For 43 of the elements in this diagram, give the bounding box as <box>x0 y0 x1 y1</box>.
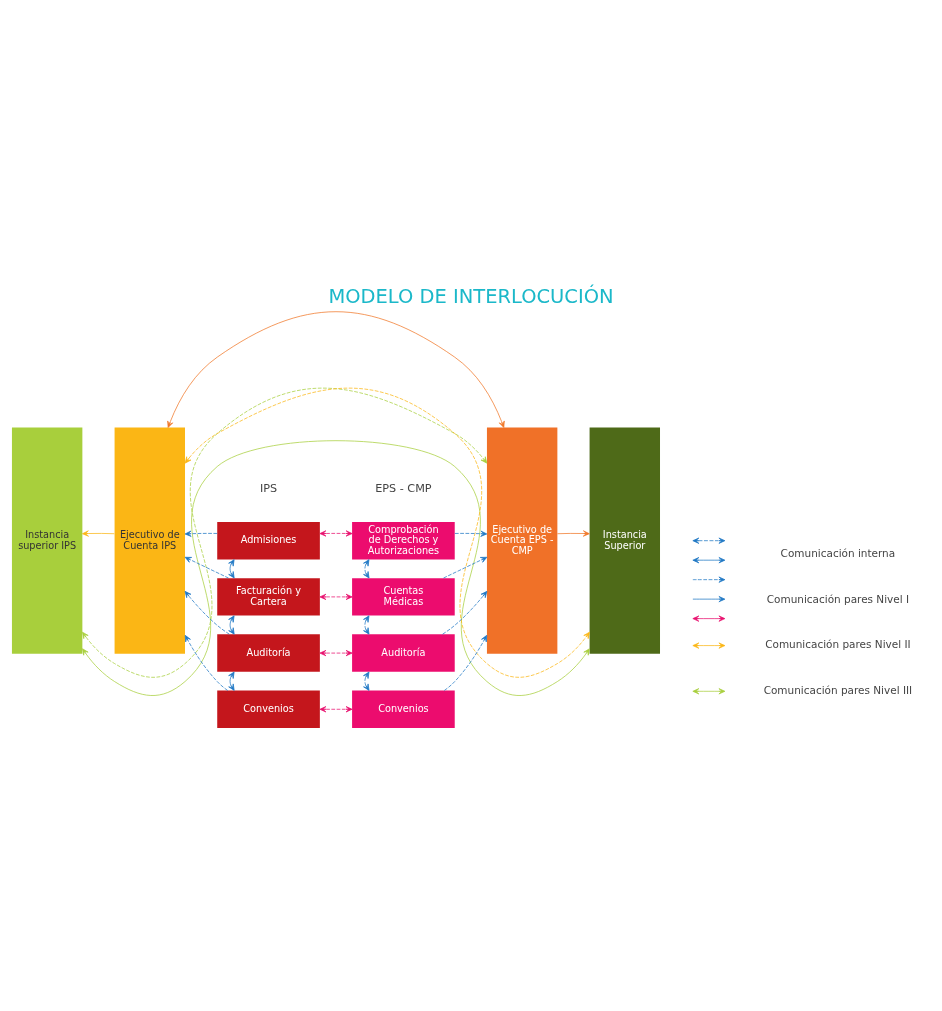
arrow <box>82 439 590 696</box>
arrow <box>82 387 488 678</box>
arrow <box>557 529 590 537</box>
arrow <box>454 530 488 537</box>
node-box: Convenios <box>217 690 320 728</box>
node-box: Instancia Superior <box>589 427 660 654</box>
arrow <box>228 614 235 635</box>
node-box: Auditoría <box>352 633 455 672</box>
arrow <box>363 614 370 635</box>
node-box: Facturación y Cartera <box>217 577 320 616</box>
arrow <box>363 671 370 691</box>
legend-label: Comunicación pares Nivel II <box>765 637 911 650</box>
node-box: Auditoría <box>217 633 320 672</box>
arrow <box>363 558 370 578</box>
diagram-title: MODELO DE INTERLOCUCIÓN <box>328 284 614 308</box>
arrow <box>228 671 235 691</box>
node-box: Instancia superior IPS <box>11 427 83 654</box>
label: IPS <box>259 481 278 495</box>
arrow <box>82 529 115 537</box>
arrow <box>167 310 505 428</box>
node-box: Ejecutivo de Cuenta IPS <box>114 427 185 654</box>
node-box: Convenios <box>352 690 455 728</box>
node-box: Cuentas Médicas <box>352 577 455 616</box>
legend-label: Comunicación pares Nivel III <box>763 683 913 696</box>
arrow <box>319 705 353 712</box>
arrow <box>184 387 590 678</box>
legend-label: Comunicación pares Nivel I <box>766 592 910 605</box>
legend-label: Comunicación interna <box>780 546 896 559</box>
arrow <box>319 649 353 656</box>
node-box: Comprobación de Derechos y Autorizaciones <box>352 521 455 559</box>
node-box: Admisiones <box>217 521 320 559</box>
arrow <box>184 634 229 691</box>
arrow <box>184 556 229 578</box>
arrow <box>184 590 230 635</box>
arrow <box>319 593 353 600</box>
arrow <box>443 634 488 691</box>
label: EPS - CMP <box>375 481 432 495</box>
arrow <box>228 558 235 578</box>
arrow <box>319 529 353 537</box>
arrow <box>184 530 218 537</box>
arrow <box>443 556 488 578</box>
node-box: Ejecutivo de Cuenta EPS - CMP <box>486 427 558 654</box>
arrow <box>442 590 488 635</box>
